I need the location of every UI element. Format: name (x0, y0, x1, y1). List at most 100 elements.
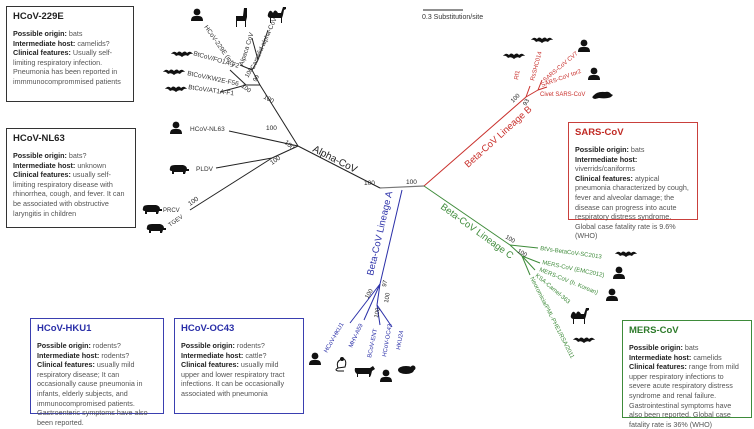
label: Intermediate host: (575, 154, 638, 164)
beta-cov-lineage-b-clade (423, 79, 548, 187)
beta-cov-lineage-c-clade (423, 185, 541, 276)
value: atypical pneumonia characterized by coug… (575, 173, 689, 241)
human-icon (170, 121, 182, 134)
taxon-btcov-at1a: BtCoV/AT1A-F1 (188, 84, 235, 97)
bat-icon (573, 337, 595, 343)
bootstrap-root-left: 100 (364, 180, 375, 187)
beta-cov-lineage-a-clade (349, 189, 403, 328)
bootstrap-beta-c-main: 100 (504, 235, 516, 246)
label: Possible origin: (629, 343, 683, 352)
bat-icon (163, 69, 185, 75)
human-icon (606, 288, 618, 301)
human-icon (191, 8, 203, 21)
root-branches (379, 185, 425, 189)
info-box-sars-cov: SARS-CoV Possible origin: bats Intermedi… (568, 122, 698, 240)
value: rodents? (101, 350, 130, 360)
taxon-hku24: HKU24 (396, 330, 405, 351)
taxon-hcov-oc43: HCoV-OC43 (382, 323, 394, 358)
taxon-civet-sars-cov: Civet SARS-CoV (540, 92, 585, 98)
bat-icon (615, 251, 637, 257)
value: usually self-limiting respiratory diseas… (13, 170, 125, 218)
taxon-tgev: TGEV (168, 214, 185, 228)
value: viverrids/caniforms (575, 164, 635, 174)
bat-icon (165, 86, 187, 92)
human-icon (578, 39, 590, 52)
label: Intermediate host: (13, 38, 76, 48)
mouse-icon (335, 356, 347, 372)
label: Possible origin: (37, 341, 91, 350)
bootstrap-beta-b-main: 100 (510, 93, 522, 105)
human-icon (588, 67, 600, 80)
value: bats (68, 29, 83, 38)
rat-icon (398, 365, 416, 374)
label: Intermediate host: (629, 352, 692, 362)
box-title: HCoV-NL63 (13, 133, 65, 144)
bootstrap-beta-a-97: 97 (382, 279, 389, 287)
bootstrap-alpha-229e-c: 100 (245, 67, 256, 79)
box-title: HCoV-OC43 (181, 323, 235, 334)
value: rodents? (236, 341, 265, 350)
bootstrap-alpha-pldv: 100 (269, 154, 282, 166)
bootstrap-root-right: 100 (406, 179, 417, 186)
bootstrap-beta-b-93: 93 (523, 98, 532, 107)
bootstrap-alpha-nl63: 100 (266, 125, 277, 132)
label: Possible origin: (13, 29, 67, 38)
label: Intermediate host: (37, 350, 100, 360)
taxon-rf1: Rf1 (514, 69, 522, 80)
pig-icon (169, 165, 189, 174)
clade-label-beta-cov-lineage-b: Beta-CoV Lineage B (463, 104, 535, 170)
label: Possible origin: (575, 145, 629, 154)
taxon-prcv: PRCV (163, 208, 180, 214)
human-icon (309, 352, 321, 365)
camel-icon (570, 308, 589, 324)
alpaca-icon (236, 8, 247, 27)
value: usually mild upper and lower respiratory… (181, 360, 285, 398)
label: Intermediate host: (181, 350, 244, 360)
value: Usually self-limiting respiratory infect… (13, 48, 121, 86)
scale-bar-label: 0.3 Substitution/site (422, 14, 483, 21)
bootstrap-alpha-prcv: 100 (187, 195, 200, 207)
taxon-hcov-nl63: HCoV-NL63 (190, 126, 225, 133)
bootstrap-beta-a-100c: 100 (374, 307, 382, 319)
bat-icon (171, 51, 193, 57)
value: cattle? (245, 350, 267, 360)
bootstrap-beta-c-sub: 100 (516, 249, 528, 260)
pig-icon (146, 224, 166, 233)
box-title: SARS-CoV (575, 127, 624, 138)
label: Possible origin: (13, 151, 67, 160)
bootstrap-alpha-upper: 100 (262, 94, 275, 106)
value: bats (630, 145, 645, 154)
info-box-hcov-nl63: HCoV-NL63 Possible origin: bats? Interme… (6, 128, 136, 228)
taxon-rsshc014: RsSHC014 (530, 50, 544, 81)
label: Clinical features: (181, 360, 239, 370)
info-box-mers-cov: MERS-CoV Possible origin: bats Intermedi… (622, 320, 752, 429)
value: bats? (68, 151, 87, 160)
value: unknown (77, 160, 107, 170)
taxon-btvs-betacov: BtVs-BetaCoV-SC2013 (540, 246, 603, 261)
info-box-hcov-229e: HCoV-229E Possible origin: bats Intermed… (6, 6, 134, 102)
taxon-pldv: PLDV (196, 166, 214, 173)
label: Clinical features: (629, 362, 687, 372)
bootstrap-alpha-229e-a: 100 (240, 84, 252, 95)
box-title: HCoV-229E (13, 11, 64, 22)
value: camelids (693, 352, 722, 362)
human-icon (613, 266, 625, 279)
value: bats (684, 343, 699, 352)
civet-icon (592, 91, 613, 99)
clade-label-beta-cov-lineage-c: Beta-CoV Lineage C (438, 202, 515, 262)
bootstrap-alpha-229e-b: 99 (253, 74, 262, 83)
taxon-bcov-ent: BCoV-ENT (367, 328, 379, 358)
clade-label-beta-cov-lineage-a: Beta-CoV Lineage A (365, 190, 395, 277)
box-title: HCoV-HKU1 (37, 323, 92, 334)
value: camelids? (77, 38, 110, 48)
bat-icon (531, 37, 553, 43)
clade-label-alpha-cov: Alpha-CoV (311, 144, 359, 176)
label: Possible origin: (181, 341, 235, 350)
label: Clinical features: (575, 173, 633, 183)
taxon-hcov-hku1: HCoV-HKU1 (324, 321, 346, 354)
info-box-hcov-oc43: HCoV-OC43 Possible origin: rodents? Inte… (174, 318, 304, 414)
taxon-mhv-a59: MHV-A59 (348, 322, 365, 348)
pig-icon (142, 205, 162, 214)
box-title: MERS-CoV (629, 325, 679, 336)
